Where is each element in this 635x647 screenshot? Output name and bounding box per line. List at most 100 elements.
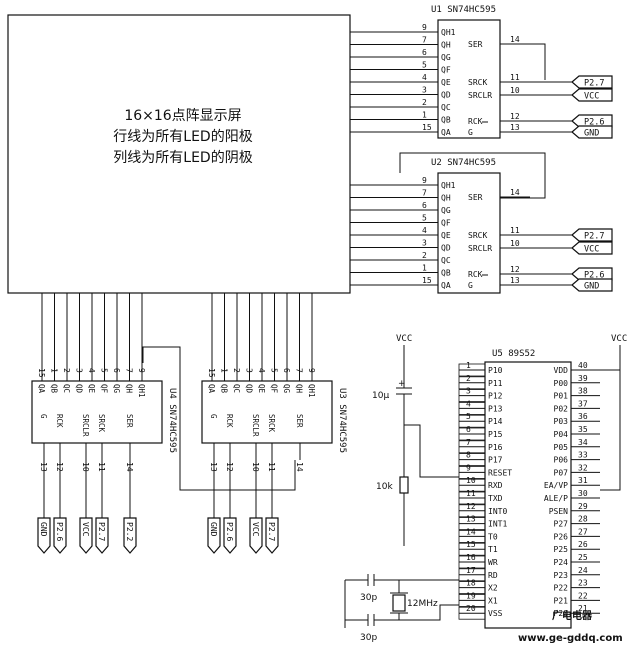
u2-pin-ser-number: 14 — [510, 188, 520, 197]
u5-pin-p11-number: 2 — [466, 374, 471, 383]
u1-pin-srck-number: 11 — [510, 73, 520, 82]
crystal — [392, 594, 406, 612]
u1-pin-qh-name: QH — [441, 41, 451, 50]
u5-pin-wr-name: WR — [488, 558, 498, 567]
u4-net-srck-shape — [95, 517, 109, 554]
u1-pin-qe-number: 4 — [422, 73, 427, 82]
u5-pin-rd-name: RD — [488, 571, 498, 580]
u3-pin-srclr-name: SRCLR — [251, 414, 260, 437]
u5-pin-p14-frame — [458, 414, 486, 428]
u4-pin-qf-name: QF — [100, 384, 109, 394]
u5-pin-x1-frame — [458, 594, 486, 607]
u5-pin-rd-frame — [458, 568, 486, 582]
u4-pin-qc-name: QC — [62, 384, 71, 393]
u5-pin-p17-number: 8 — [466, 451, 471, 460]
u2-net-g-label: GND — [584, 282, 599, 292]
u1-pin-ser-number: 14 — [510, 35, 520, 44]
u5-pin-p15-number: 6 — [466, 425, 471, 434]
u5-pin-p25-number: 26 — [578, 540, 588, 549]
u2-pin-qd-name: QD — [441, 244, 451, 253]
u4-net-srck-label: P2.7 — [97, 522, 106, 541]
u4-net-srclr-shape — [79, 517, 93, 554]
u5-pin-p11-frame — [458, 376, 486, 390]
u4-net-ser-shape — [123, 517, 137, 554]
x1-wire — [374, 604, 459, 621]
u3-pin-qf-name: QF — [270, 384, 279, 394]
u2-pin-qc-name: QC — [441, 256, 451, 265]
u5-pin-p21-number: 22 — [578, 591, 588, 600]
u5-pin-p02-name: P02 — [554, 404, 569, 413]
u2-pin-qg-name: QG — [441, 206, 451, 215]
u3-pin-qe-name: QE — [257, 384, 266, 394]
u1-pin-g-number: 13 — [510, 123, 520, 132]
u5-pin-int1-name: INT1 — [488, 520, 507, 529]
u3-pin-qf-number: 5 — [270, 368, 279, 373]
u3-net-g-shape — [207, 517, 221, 554]
u4-net-g-label: GND — [39, 522, 48, 537]
u5-pin-p10-frame — [458, 363, 486, 377]
u5-pin-t1-number: 15 — [466, 540, 476, 549]
u4-pin-qg-number: 6 — [112, 368, 121, 373]
u5-pin-p16-name: P16 — [488, 443, 503, 452]
u5-pin-t1-name: T1 — [488, 545, 498, 554]
u3-pin-qb-number: 1 — [220, 368, 229, 373]
u3-pin-qb-name: QB — [220, 384, 229, 394]
u4-u3-cascade-wire — [142, 346, 296, 491]
u5-pin-p25-name: P25 — [554, 545, 569, 554]
u5-pin-p14-name: P14 — [488, 417, 503, 426]
u5-pin-p00-number: 39 — [578, 374, 588, 383]
u2-body — [437, 172, 501, 294]
u1-u2-cascade-wire — [399, 152, 546, 199]
u4-pin-qd-number: 3 — [75, 368, 84, 373]
u3-pin-ser-name: SER — [295, 414, 304, 428]
u3-pin-qh1-name: QH1 — [307, 384, 316, 398]
u5-pin-x1-name: X1 — [488, 596, 498, 605]
u5-pin-p22-number: 23 — [578, 579, 588, 588]
u5-pin-p24-name: P24 — [554, 558, 569, 567]
u1-pin-qd-name: QD — [441, 91, 451, 100]
u1-net-g-shape — [571, 125, 613, 139]
u4-pin-qh1-name: QH1 — [137, 384, 146, 398]
u5-pin-int1-number: 13 — [466, 515, 476, 524]
u4-net-g-shape — [37, 517, 51, 554]
u4-net-rck-label: P2.6 — [55, 522, 64, 541]
u1-pin-ser-name: SER — [468, 40, 483, 49]
u4-pin-rck-name: RCK — [55, 414, 64, 428]
u2-pin-qa-name: QA — [441, 281, 451, 290]
u3-net-srck-shape — [265, 517, 279, 554]
u5-pin-x2-number: 18 — [466, 579, 476, 588]
crystal-value: 12MHz — [407, 599, 438, 609]
u3-title: U3 SN74HC595 — [337, 388, 347, 453]
u5-pin-p04-number: 35 — [578, 425, 588, 434]
u3-pin-qh1-number: 9 — [307, 368, 316, 373]
led-matrix-box — [7, 14, 351, 294]
u5-pin-p12-number: 3 — [466, 387, 471, 396]
u4-body — [31, 380, 163, 444]
u5-pin-ale-p-name: ALE/P — [544, 494, 568, 503]
u5-pin-p01-name: P01 — [554, 392, 569, 401]
u5-pin-p20-name: P20 — [554, 609, 569, 618]
u4-pin-qe-number: 4 — [87, 368, 96, 373]
u5-pin-int0-name: INT0 — [488, 507, 507, 516]
u4-pin-qh-name: QH — [125, 384, 134, 394]
u5-pin-p16-frame — [458, 440, 486, 454]
u1-pin-qh-number: 7 — [422, 36, 427, 45]
u1-pin-qh1-name: QH1 — [441, 28, 456, 37]
u5-pin-txd-frame — [458, 491, 486, 505]
u5-pin-p10-number: 1 — [466, 361, 471, 370]
u1-net-rck-label: P2.6 — [584, 118, 604, 128]
u5-pin-p13-number: 4 — [466, 399, 471, 408]
u5-pin-p13-frame — [458, 401, 486, 415]
u5-pin-p10-name: P10 — [488, 366, 503, 375]
u1-pin-srclr-name: SRCLR — [468, 91, 492, 100]
u4-pin-srclr-name: SRCLR — [81, 414, 90, 437]
u2-net-srck-label: P2.7 — [584, 232, 604, 242]
u5-pin-x1-number: 19 — [466, 591, 476, 600]
u2-pin-qf-number: 5 — [422, 214, 427, 223]
u5-pin-p02-number: 37 — [578, 399, 588, 408]
u5-pin-rxd-frame — [458, 478, 486, 492]
